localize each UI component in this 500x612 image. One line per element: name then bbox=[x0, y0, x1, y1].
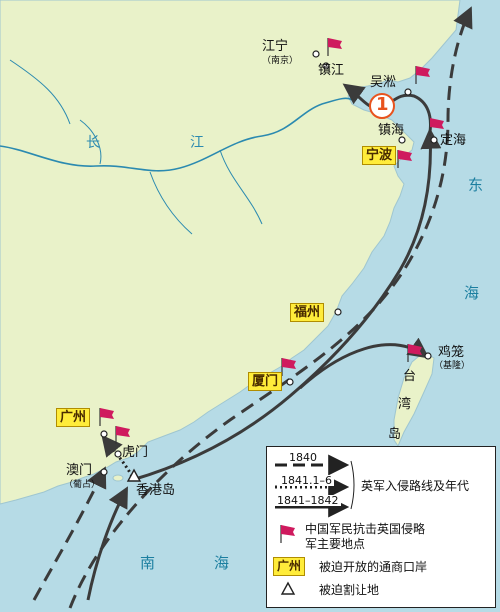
town-dot-macao bbox=[100, 468, 108, 476]
town-dot-jiangning bbox=[312, 50, 320, 58]
legend-triangle-icon bbox=[280, 581, 296, 595]
legend-routes-label: 英军入侵路线及年代 bbox=[361, 479, 470, 493]
sea-south-2: 海 bbox=[214, 554, 230, 572]
port-fuzhou: 福州 bbox=[290, 303, 325, 322]
flag-icon bbox=[115, 426, 130, 444]
legend-port-label: 被迫开放的通商口岸 bbox=[319, 560, 428, 574]
label-macao: 澳门 bbox=[66, 463, 93, 478]
route-1841-1842-main bbox=[131, 127, 442, 482]
legend-port-sample: 广州 bbox=[273, 557, 306, 576]
legend-resistance-label-2: 军主要地点 bbox=[305, 537, 366, 551]
legend-year-1841: 1841.1–6 bbox=[279, 474, 334, 487]
port-ningbo: 宁波 bbox=[362, 146, 397, 165]
legend-year-1840: 1840 bbox=[287, 451, 319, 464]
port-guangzhou: 广州 bbox=[56, 408, 91, 427]
marker-one-circle bbox=[369, 93, 395, 119]
river-char-2: 江 bbox=[190, 135, 204, 151]
legend-box: 1840 1841.1–6 1841–1842 英军入侵路线及年代 中国军民抗击… bbox=[266, 446, 496, 608]
label-taiwan-2: 湾 bbox=[398, 397, 412, 412]
tributary bbox=[79, 119, 102, 165]
legend-resistance-label-1: 中国军民抗击英国侵略 bbox=[305, 522, 426, 536]
sea-east-2: 海 bbox=[464, 284, 480, 302]
town-dot-jilong bbox=[424, 352, 432, 360]
tributary bbox=[9, 59, 71, 125]
flag-icon bbox=[397, 150, 412, 168]
label-humen: 虎门 bbox=[122, 445, 149, 460]
town-dot-humen bbox=[114, 450, 122, 458]
mainland bbox=[0, 0, 461, 505]
town-dot-wusong bbox=[404, 88, 412, 96]
legend-symbols bbox=[275, 454, 355, 595]
label-zhenjiang: 镇江 bbox=[318, 63, 345, 78]
town-dot-zhenjiang bbox=[322, 62, 330, 70]
route-1840-branch bbox=[32, 466, 107, 601]
flag-icon bbox=[429, 118, 444, 136]
town-dot-fuzhou bbox=[334, 308, 342, 316]
label-dinghai: 定海 bbox=[440, 133, 467, 148]
route-1840 bbox=[68, 6, 473, 609]
town-dot-zhenhai bbox=[398, 136, 406, 144]
legend-year-1841-1842: 1841–1842 bbox=[275, 494, 341, 507]
yangtze-river bbox=[0, 97, 353, 172]
town-dot-xiamen bbox=[286, 378, 294, 386]
tributary bbox=[149, 171, 193, 235]
route-1841-1842-branch bbox=[86, 486, 128, 601]
river-char-1: 长 bbox=[86, 135, 100, 151]
flag-icon bbox=[415, 66, 430, 84]
island-small bbox=[112, 474, 124, 482]
ceded-triangle-hongkong bbox=[126, 468, 142, 482]
sea-south-1: 南 bbox=[140, 554, 156, 572]
sea-east-1: 东 bbox=[468, 176, 484, 194]
tributary bbox=[219, 149, 263, 225]
port-xiamen: 厦门 bbox=[248, 372, 283, 391]
label-taiwan-3: 岛 bbox=[388, 427, 402, 442]
flag-icon bbox=[99, 408, 114, 426]
legend-brace bbox=[350, 460, 355, 510]
label-macao-note: （葡占） bbox=[64, 480, 101, 490]
town-dot-guangzhou bbox=[100, 430, 108, 438]
legend-flag-icon bbox=[280, 525, 295, 543]
label-jilong-note: （基隆） bbox=[434, 361, 471, 371]
label-nanjing: （南京） bbox=[262, 56, 299, 66]
label-hongkong: 香港岛 bbox=[136, 483, 176, 498]
label-jiangning: 江宁 bbox=[262, 39, 289, 54]
label-jilong: 鸡笼 bbox=[438, 345, 465, 360]
flag-icon bbox=[327, 38, 342, 56]
route-1841-1842-yangtze bbox=[342, 83, 432, 133]
legend-ceded-label: 被迫割让地 bbox=[319, 583, 380, 597]
town-dot-dinghai bbox=[430, 136, 438, 144]
label-zhenhai: 镇海 bbox=[378, 123, 405, 138]
label-wusong: 吴淞 bbox=[370, 75, 397, 90]
marker-one-number: 1 bbox=[376, 94, 389, 115]
label-taiwan-1: 台 bbox=[403, 369, 417, 384]
resistance-flags bbox=[99, 38, 444, 444]
flag-icon bbox=[407, 344, 422, 362]
